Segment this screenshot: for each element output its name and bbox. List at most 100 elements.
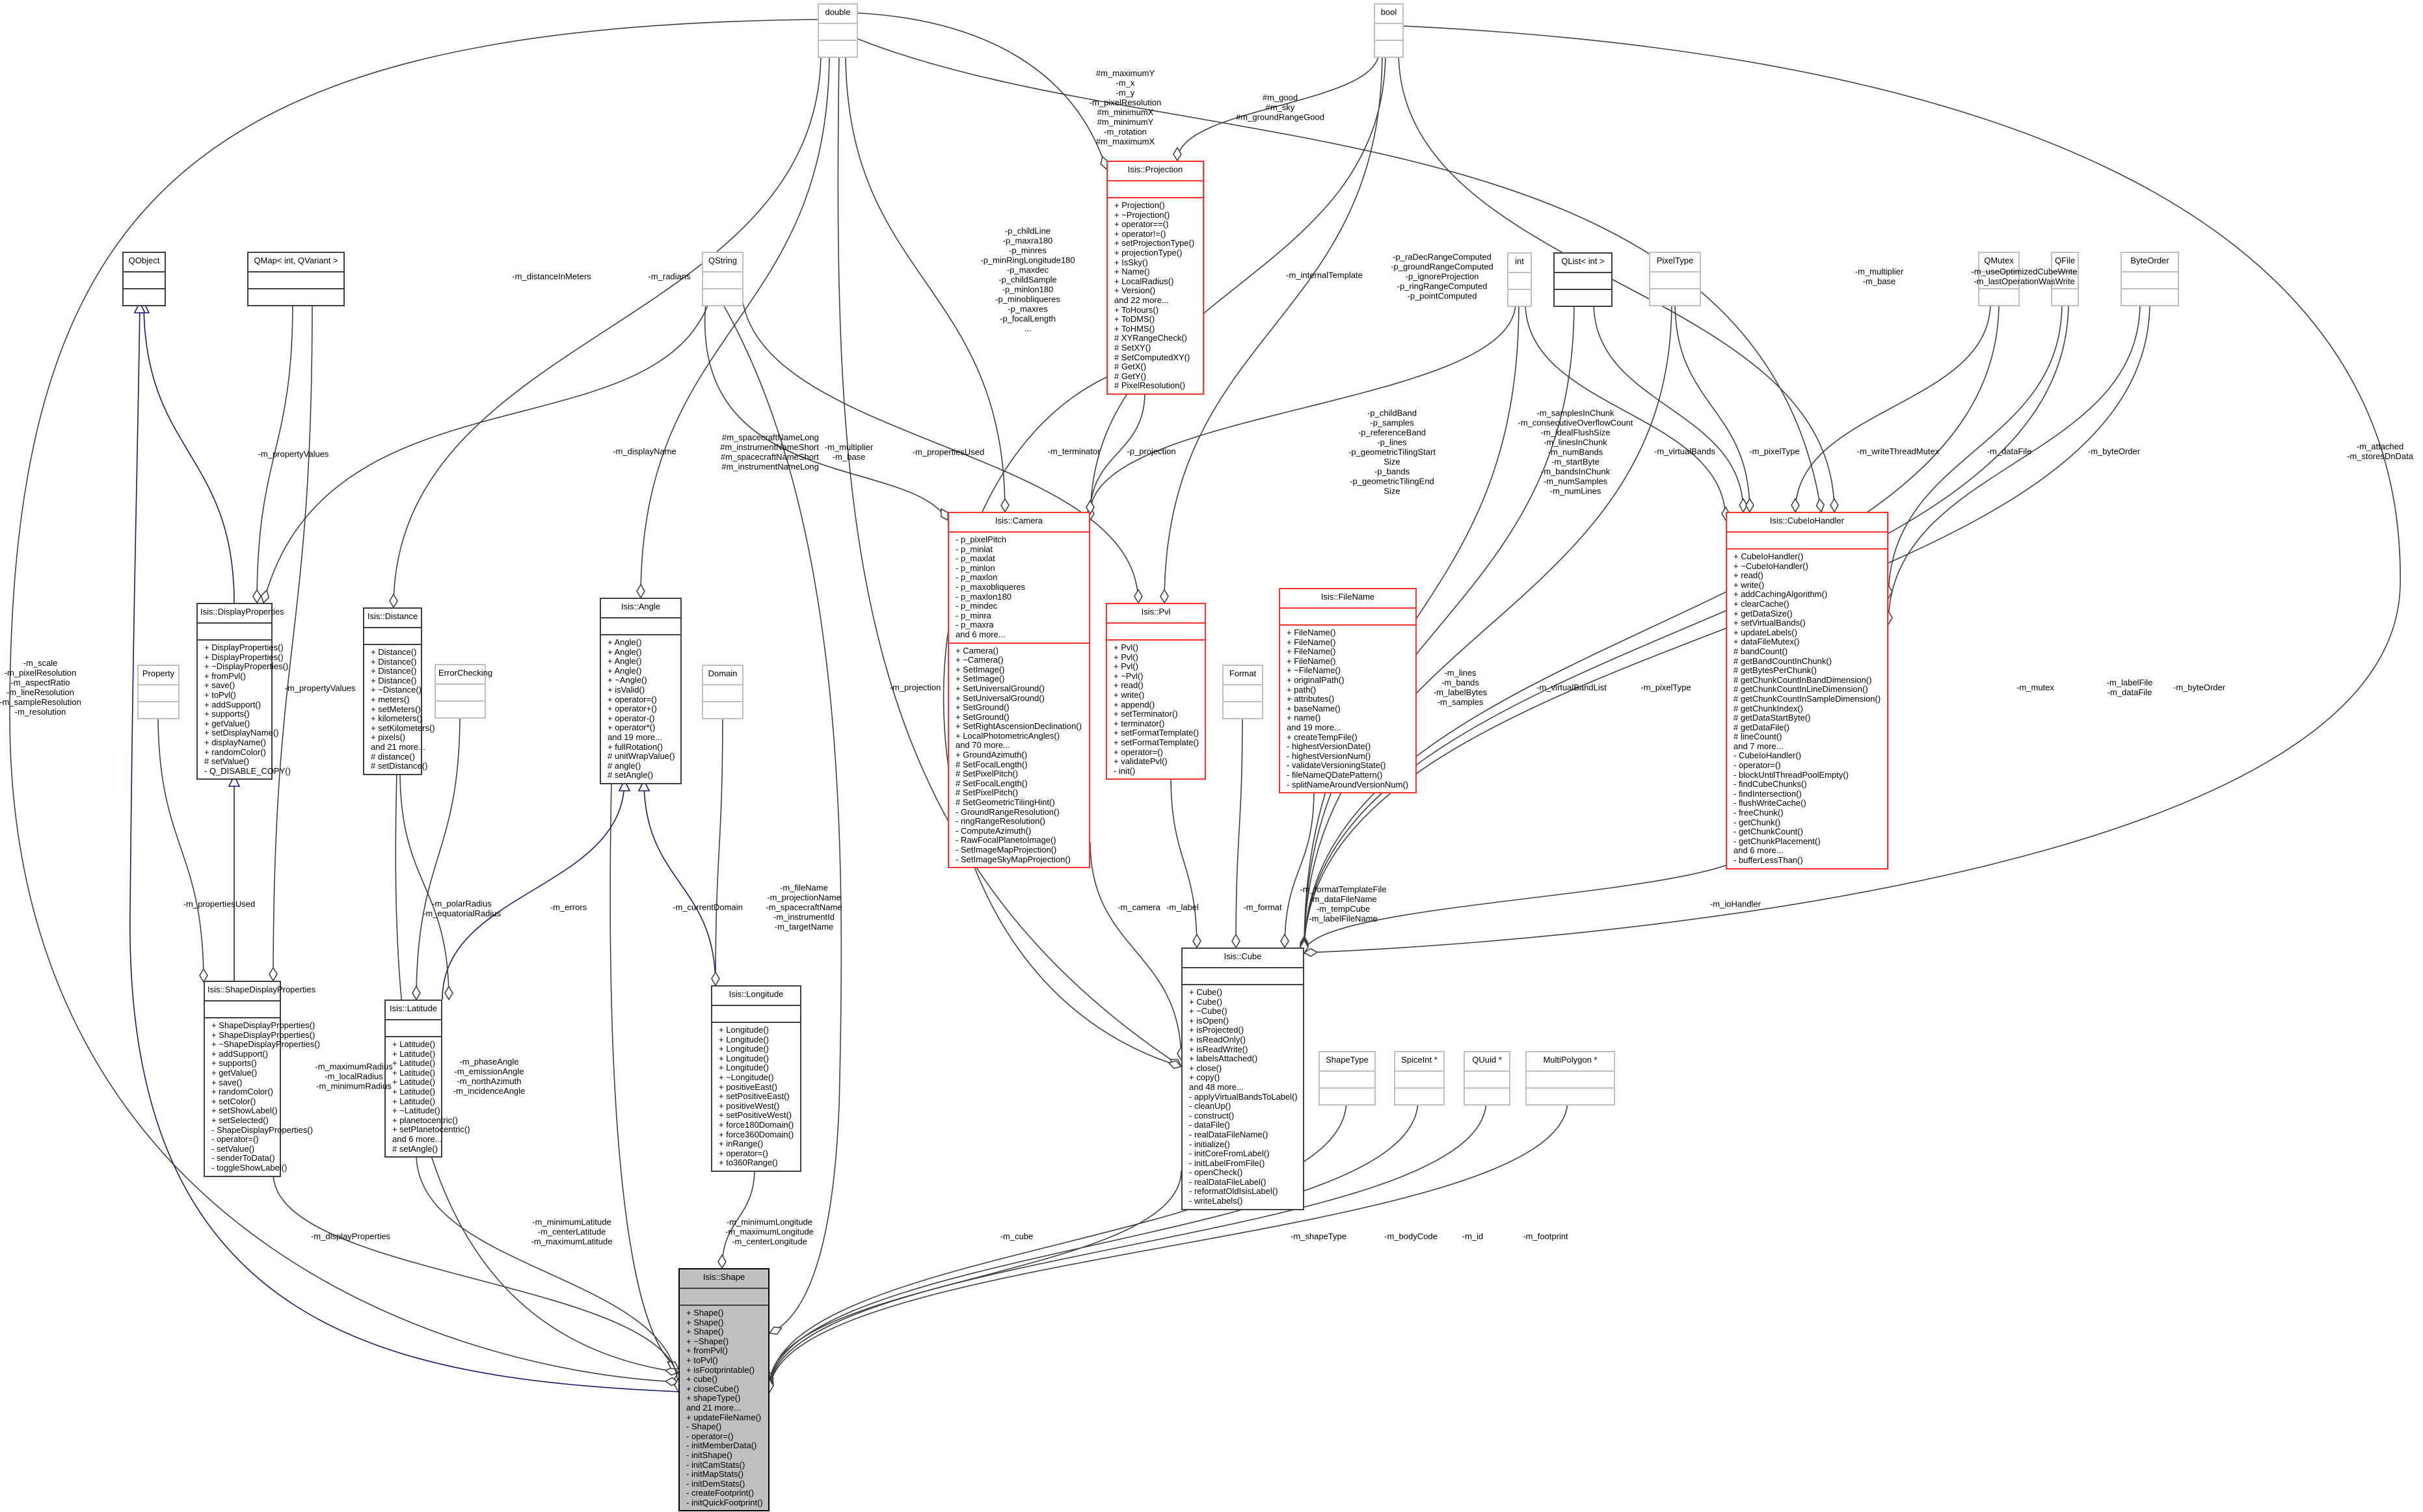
- class-method: + operator-(): [608, 713, 655, 723]
- edge-label-line: -p_minres: [1009, 245, 1047, 256]
- edge-label-line: -m_centerLongitude: [732, 1236, 807, 1247]
- class-node-latitude[interactable]: Isis::Latitude+ Latitude()+ Latitude()+ …: [384, 1000, 470, 1158]
- class-method: - initLabelFromFile(): [1189, 1158, 1265, 1168]
- class-node-displayprops[interactable]: Isis::DisplayProperties+ DisplayProperti…: [196, 603, 291, 780]
- class-method: + Latitude(): [392, 1096, 436, 1106]
- class-node-int[interactable]: int: [1507, 252, 1532, 307]
- class-node-projection[interactable]: Isis::Projection+ Projection()+ ~Project…: [1106, 161, 1204, 395]
- class-method: # getDataFile(): [1734, 722, 1789, 732]
- class-method: - initCamStats(): [686, 1459, 745, 1470]
- class-method: + fromPvl(): [686, 1346, 728, 1356]
- class-node-qstring[interactable]: QString: [702, 252, 743, 306]
- class-attributes-section: [703, 271, 742, 288]
- class-node-cubeiohandler[interactable]: Isis::CubeIoHandler+ CubeIoHandler()+ ~C…: [1726, 512, 1888, 869]
- class-method: and 19 more...: [608, 732, 662, 742]
- class-node-shapedisplayprops[interactable]: Isis::ShapeDisplayProperties+ ShapeDispl…: [204, 981, 320, 1177]
- class-node-format[interactable]: Format: [1222, 665, 1263, 719]
- class-node-quuid[interactable]: QUuid *: [1464, 1051, 1510, 1106]
- class-node-camera[interactable]: Isis::Camera- p_pixelPitch- p_minlat- p_…: [948, 512, 1090, 869]
- class-node-byteorder[interactable]: ByteOrder: [2121, 252, 2179, 306]
- edge-label-line: -m_propertiesUsed: [912, 447, 985, 457]
- edge-label-line: -m_propertyValues: [258, 449, 329, 459]
- class-node-errorchecking[interactable]: ErrorChecking: [435, 664, 492, 719]
- class-method: + supports(): [204, 709, 250, 719]
- class-method: + name(): [1287, 713, 1321, 723]
- edge-label-line: -m_displayProperties: [310, 1231, 391, 1241]
- edge-label: -m_displayProperties: [311, 1232, 390, 1241]
- class-method: + Angle(): [608, 665, 642, 676]
- edge-label-line: -m_projection: [889, 682, 941, 693]
- class-node-filename[interactable]: Isis::FileName+ FileName()+ FileName()+ …: [1279, 588, 1417, 794]
- class-node-shapetype[interactable]: ShapeType: [1319, 1051, 1376, 1106]
- edge-label-line: -m_rotation: [1104, 127, 1147, 137]
- class-methods-section: [1395, 1087, 1443, 1104]
- aggregation-edge: [1304, 302, 1575, 951]
- class-title: Isis::DisplayProperties: [200, 607, 284, 617]
- aggregation-edge: [1170, 775, 1198, 948]
- edge-label-line: -m_numSamples: [1543, 476, 1608, 486]
- class-node-cube[interactable]: Isis::Cube+ Cube()+ Cube()+ ~Cube()+ isO…: [1181, 948, 1304, 1210]
- class-method: - openCheck(): [1189, 1167, 1243, 1178]
- class-node-distance[interactable]: Isis::Distance+ Distance()+ Distance()+ …: [363, 607, 435, 775]
- class-method: + to360Range(): [719, 1158, 778, 1168]
- class-node-multipolygon[interactable]: MultiPolygon *: [1525, 1051, 1615, 1106]
- class-method: + Longitude(): [719, 1025, 769, 1035]
- class-method: and 19 more...: [1287, 722, 1341, 732]
- edge-label-line: -m_lines: [1444, 668, 1477, 678]
- class-method: + ~Distance(): [371, 685, 422, 695]
- class-methods-section: + FileName()+ FileName()+ FileName()+ Fi…: [1280, 624, 1415, 792]
- aggregation-edge: [1888, 302, 2141, 625]
- class-node-bool[interactable]: bool: [1374, 3, 1404, 58]
- edge-label: -m_minimumLongitude-m_maximumLongitude-m…: [725, 1217, 814, 1247]
- class-method: + Angle(): [608, 646, 642, 657]
- class-method: + inRange(): [719, 1139, 764, 1149]
- aggregation-edge: [416, 713, 461, 1000]
- class-method: + setVirtualBands(): [1734, 618, 1806, 628]
- aggregation-edge: [1304, 302, 1672, 952]
- class-method: + LocalPhotometricAngles(): [956, 730, 1060, 741]
- class-node-qlist[interactable]: QList< int >: [1553, 252, 1613, 307]
- class-node-domain[interactable]: Domain: [702, 665, 743, 719]
- edge-label-line: -p_lines: [1377, 437, 1407, 447]
- class-node-longitude[interactable]: Isis::Longitude+ Longitude()+ Longitude(…: [711, 985, 801, 1172]
- class-node-qobject[interactable]: QObject: [122, 252, 166, 306]
- class-node-qmap[interactable]: QMap< int, QVariant >: [247, 252, 345, 306]
- edge-label: -m_currentDomain: [673, 903, 743, 912]
- class-method: + ~Latitude(): [392, 1106, 440, 1116]
- class-node-angle[interactable]: Isis::Angle+ Angle()+ Angle()+ Angle()+ …: [600, 598, 682, 784]
- class-node-property[interactable]: Property: [137, 665, 180, 719]
- class-method: - splitNameAroundVersionNum(): [1287, 779, 1409, 789]
- class-node-shape[interactable]: Isis::Shape+ Shape()+ Shape()+ Shape()+ …: [678, 1268, 770, 1512]
- class-method: + close(): [1189, 1063, 1222, 1073]
- class-method: + displayName(): [204, 737, 267, 747]
- class-method: - GroundRangeResolution(): [956, 806, 1060, 817]
- edge-label: -p_childBand-p_samples-p_referenceBand-p…: [1348, 408, 1436, 496]
- aggregation-edge: [837, 51, 1182, 1067]
- aggregation-edge: [704, 302, 948, 521]
- edge-label-line: -m_scale: [23, 658, 58, 668]
- class-method: + labelsAttached(): [1189, 1054, 1258, 1064]
- edge-label-line: -m_consecutiveOverflowCount: [1518, 418, 1633, 428]
- class-node-pixeltype[interactable]: PixelType: [1649, 252, 1701, 306]
- class-attribute: - p_minra: [956, 610, 991, 620]
- class-method: + positiveWest(): [719, 1100, 780, 1111]
- class-method: + setShowLabel(): [211, 1106, 278, 1116]
- class-node-qfile[interactable]: QFile: [2051, 252, 2079, 306]
- edge-label: -m_displayName: [613, 447, 676, 457]
- edge-label-line: -m_camera: [1118, 902, 1160, 912]
- class-method: - ringRangeResolution(): [956, 816, 1046, 827]
- class-methods-section: [1320, 1087, 1374, 1104]
- class-node-pvl[interactable]: Isis::Pvl+ Pvl()+ Pvl()+ Pvl()+ ~Pvl()+ …: [1106, 603, 1206, 780]
- edge-label-line: #m_instrumentNameShort: [720, 442, 819, 452]
- edge-label-line: -m_pixelResolution: [4, 668, 77, 678]
- aggregation-edge: [1525, 302, 1726, 521]
- class-node-spiceint[interactable]: SpiceInt *: [1394, 1051, 1445, 1106]
- edge-label: -m_multiplier-m_base: [1855, 267, 1903, 286]
- aggregation-edge: [416, 1153, 679, 1392]
- class-title: QString: [708, 256, 738, 265]
- edge-label-line: #m_sky: [1265, 102, 1295, 113]
- class-title: Isis::Distance: [367, 611, 418, 621]
- class-node-double[interactable]: double: [818, 3, 858, 58]
- class-node-qmutex[interactable]: QMutex: [1978, 252, 2020, 306]
- edge-label-line: -p_ignoreProjection: [1405, 271, 1479, 282]
